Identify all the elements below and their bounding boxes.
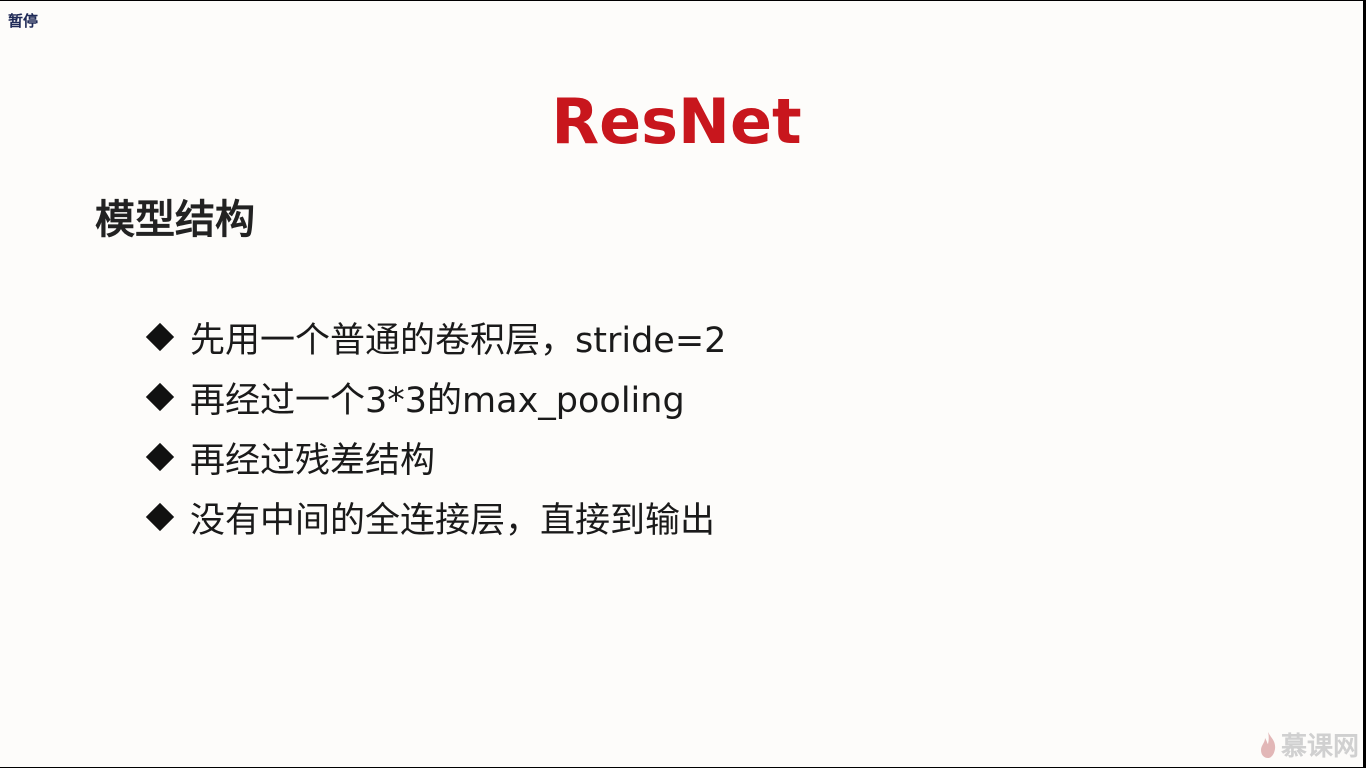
slide-title-text: ResNet xyxy=(551,85,802,158)
watermark-text: 慕课网 xyxy=(1280,732,1359,762)
list-item: 再经过一个3*3的max_pooling xyxy=(145,367,726,427)
flame-icon xyxy=(1260,731,1276,758)
diamond-bullet-icon xyxy=(145,382,175,412)
list-item: 再经过残差结构 xyxy=(145,427,726,487)
bullet-list: 先用一个普通的卷积层，stride=2 再经过一个3*3的max_pooling… xyxy=(145,307,727,547)
bullet-text: 没有中间的全连接层，直接到输出 xyxy=(190,500,716,541)
diamond-bullet-icon xyxy=(145,442,175,472)
slide-title: ResNet xyxy=(0,85,1363,158)
section-heading: 模型结构 xyxy=(95,197,255,243)
bullet-text: 再经过一个3*3的max_pooling xyxy=(190,380,685,421)
bullet-text: 再经过残差结构 xyxy=(190,440,436,481)
diamond-bullet-icon xyxy=(145,502,175,532)
pause-button[interactable]: 暂停 xyxy=(8,12,39,30)
diamond-bullet-icon xyxy=(145,322,175,352)
list-item: 先用一个普通的卷积层，stride=2 xyxy=(145,307,727,367)
watermark-logo: 慕课网 xyxy=(1259,726,1359,763)
bullet-text: 先用一个普通的卷积层，stride=2 xyxy=(190,320,727,361)
list-item: 没有中间的全连接层，直接到输出 xyxy=(145,487,726,547)
